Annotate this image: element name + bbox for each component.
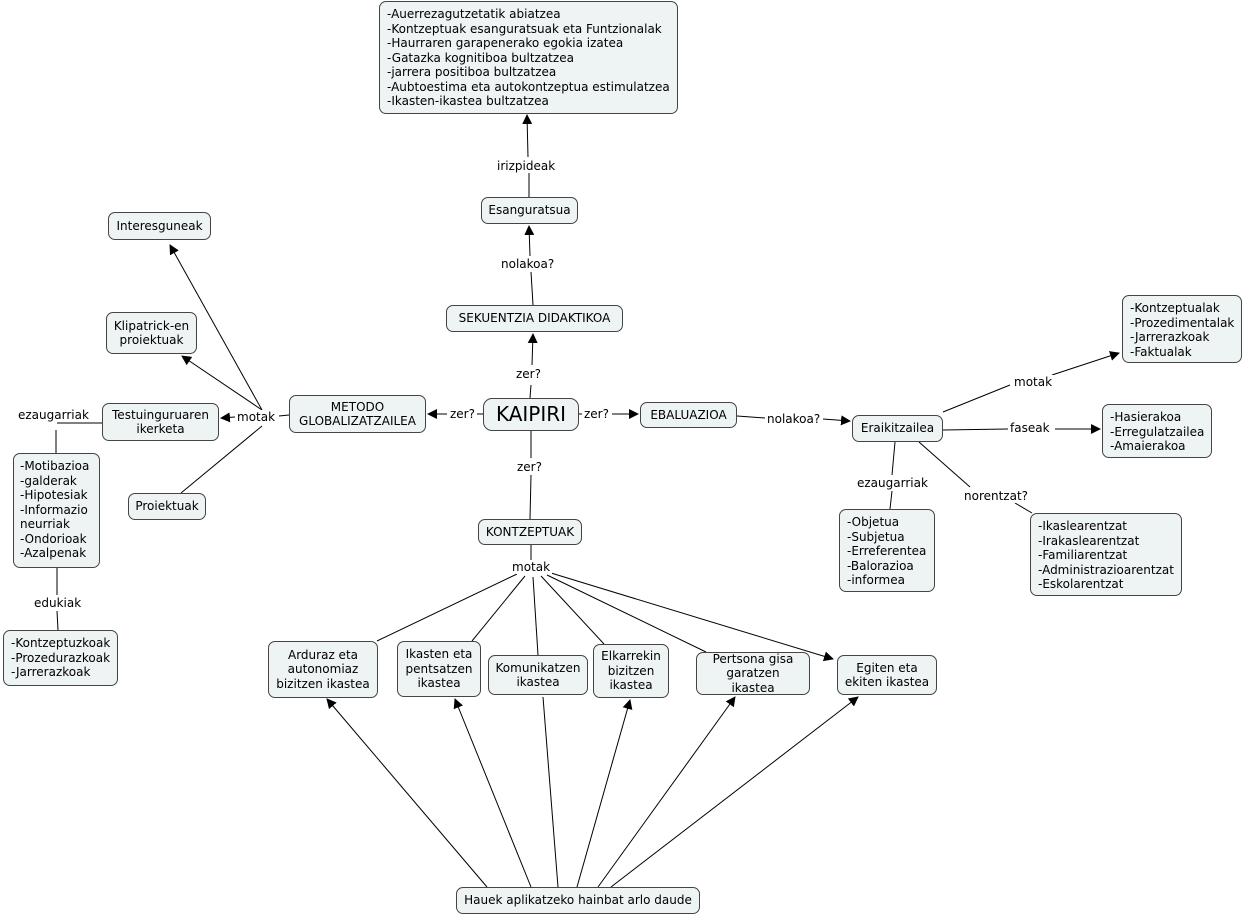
node-hauek-aplikatzeko[interactable]: Hauek aplikatzeko hainbat arlo daude <box>456 887 700 914</box>
list-item: -Ikaslearentzat <box>1038 519 1128 533</box>
node-label: Klipatrick-en proiektuak <box>113 318 190 348</box>
list-item: -Jarrerazkoak <box>1130 330 1210 344</box>
node-label: Eraikitzailea <box>860 421 935 436</box>
list-item: -Ondorioak <box>20 531 87 546</box>
link-label-norentzat: norentzat? <box>962 489 1031 503</box>
list-item: -Ikasten-ikastea bultzatzea <box>387 94 549 108</box>
list-item: -Aubtoestima eta autokontzeptua estimula… <box>387 79 670 94</box>
node-label: KONTZEPTUAK <box>485 524 575 539</box>
link-label-motak-right: motak <box>1012 375 1055 389</box>
node-egiten[interactable]: Egiten eta ekiten ikastea <box>837 655 937 695</box>
node-label: EBALUAZIOA <box>650 407 727 422</box>
node-label: Elkarrekin bizitzen ikastea <box>601 649 661 693</box>
node-label: Proiektuak <box>135 499 199 514</box>
node-label: Interesguneak <box>116 218 203 233</box>
link-label-nolakoa-right: nolakoa? <box>765 412 823 426</box>
node-edukiak-list[interactable]: -Kontzeptuzkoak -Prozedurazkoak -Jarrera… <box>3 630 118 686</box>
node-klipatrick-proiektuak[interactable]: Klipatrick-en proiektuak <box>106 312 197 354</box>
node-label: Hauek aplikatzeko hainbat arlo daude <box>464 893 692 908</box>
list-item: -Azalpenak <box>20 546 87 560</box>
list-item: -Kontzeptuak esanguratsuak eta Funtziona… <box>387 21 662 36</box>
list-item: -Irakaslearentzat <box>1038 533 1140 548</box>
node-faseak-list[interactable]: -Hasierakoa -Erregulatzailea -Amaierakoa <box>1102 404 1212 458</box>
node-eraikitzailea-ezaugarriak-list[interactable]: -Objetua -Subjetua -Erreferentea -Balora… <box>839 509 935 592</box>
list-item: -Eskolarentzat <box>1038 577 1124 591</box>
link-label-ezaugarriak-right: ezaugarriak <box>855 476 930 490</box>
list-item: -jarrera positiboa bultzatzea <box>387 65 557 79</box>
node-motak-list[interactable]: -Kontzeptualak -Prozedimentalak -Jarrera… <box>1122 295 1242 363</box>
node-label: METODO GLOBALIZATZAILEA <box>299 399 416 429</box>
list-item: -Haurraren garapenerako egokia izatea <box>387 36 624 50</box>
node-ebaluazioa[interactable]: EBALUAZIOA <box>640 402 737 428</box>
link-label-faseak: faseak <box>1008 421 1052 435</box>
link-label-zer-bottom: zer? <box>515 460 544 474</box>
node-arduraz[interactable]: Arduraz eta autonomiaz bizitzen ikastea <box>268 641 378 698</box>
list-item: -Subjetua <box>847 529 905 544</box>
list-item: -Informazio neurriak <box>20 502 88 532</box>
list-item: -Erreferentea <box>847 544 927 558</box>
list-item: -Objetua <box>847 515 900 529</box>
list-item: -Familiarentzat <box>1038 548 1128 562</box>
list-item: -galderak <box>20 473 77 488</box>
list-item: -Gatazka kognitiboa bultzatzea <box>387 50 574 65</box>
node-eraikitzailea[interactable]: Eraikitzailea <box>852 415 943 442</box>
node-label: Arduraz eta autonomiaz bizitzen ikastea <box>276 647 370 691</box>
node-metodo-globalizatzailea[interactable]: METODO GLOBALIZATZAILEA <box>289 395 426 433</box>
link-label-zer-right: zer? <box>582 407 611 421</box>
list-item: -informea <box>847 573 905 587</box>
list-item: -Motibazioa <box>20 459 90 473</box>
link-label-zer-top: zer? <box>514 367 543 381</box>
node-label: Ikasten eta pentsatzen ikastea <box>405 647 473 691</box>
node-label: Pertsona gisa garatzen ikastea <box>712 651 794 695</box>
node-norentzat-list[interactable]: -Ikaslearentzat -Irakaslearentzat -Famil… <box>1030 513 1182 596</box>
link-label-irizpideak: irizpideak <box>495 159 558 173</box>
node-irizpideak-list[interactable]: -Auerrezagutzetatik abiatzea -Kontzeptua… <box>379 1 678 114</box>
list-item: -Auerrezagutzetatik abiatzea <box>387 7 561 21</box>
list-item: -Prozedurazkoak <box>11 650 111 665</box>
node-label: SEKUENTZIA DIDAKTIKOA <box>458 311 611 326</box>
list-item: -Erregulatzailea <box>1110 424 1205 439</box>
node-proiektuak[interactable]: Proiektuak <box>128 493 206 520</box>
node-label: Komunikatzen ikastea <box>495 660 581 690</box>
node-kontzeptuak[interactable]: KONTZEPTUAK <box>478 519 582 545</box>
node-kaipiri[interactable]: KAIPIRI <box>483 398 579 431</box>
link-label-edukiak: edukiak <box>32 596 84 610</box>
node-esanguratsua[interactable]: Esanguratsua <box>481 197 578 224</box>
node-komunikatzen[interactable]: Komunikatzen ikastea <box>488 655 588 695</box>
link-label-motak-left: motak <box>235 410 278 424</box>
node-label: Testuinguruaren ikerketa <box>112 407 209 437</box>
link-label-nolakoa-top: nolakoa? <box>499 257 557 271</box>
list-item: -Hasierakoa <box>1110 410 1182 424</box>
list-item: -Balorazioa <box>847 558 914 573</box>
node-interesguneak[interactable]: Interesguneak <box>108 212 211 240</box>
node-label: Egiten eta ekiten ikastea <box>844 660 930 690</box>
node-testuinguruaren-ikerketa[interactable]: Testuinguruaren ikerketa <box>102 403 219 441</box>
list-item: -Kontzeptuzkoak <box>11 636 111 650</box>
node-ikasten[interactable]: Ikasten eta pentsatzen ikastea <box>397 641 481 697</box>
node-pertsona[interactable]: Pertsona gisa garatzen ikastea <box>696 652 810 695</box>
link-label-motak-bottom: motak <box>510 560 553 574</box>
root-label: KAIPIRI <box>495 402 567 427</box>
node-sekuentzia-didaktikoa[interactable]: SEKUENTZIA DIDAKTIKOA <box>446 305 623 332</box>
node-elkarrekin[interactable]: Elkarrekin bizitzen ikastea <box>593 644 669 698</box>
node-ezaugarriak-list[interactable]: -Motibazioa -galderak -Hipotesiak -Infor… <box>13 453 100 568</box>
list-item: -Hipotesiak <box>20 488 88 502</box>
link-label-zer-left: zer? <box>448 407 477 421</box>
list-item: -Administrazioarentzat <box>1038 562 1174 577</box>
list-item: -Jarrerazkoak <box>11 665 91 679</box>
node-label: Esanguratsua <box>488 203 571 218</box>
list-item: -Amaierakoa <box>1110 439 1186 453</box>
list-item: -Kontzeptualak <box>1130 301 1220 315</box>
list-item: -Faktualak <box>1130 344 1192 359</box>
list-item: -Prozedimentalak <box>1130 315 1235 330</box>
link-label-ezaugarriak-left: ezaugarriak <box>16 408 91 422</box>
